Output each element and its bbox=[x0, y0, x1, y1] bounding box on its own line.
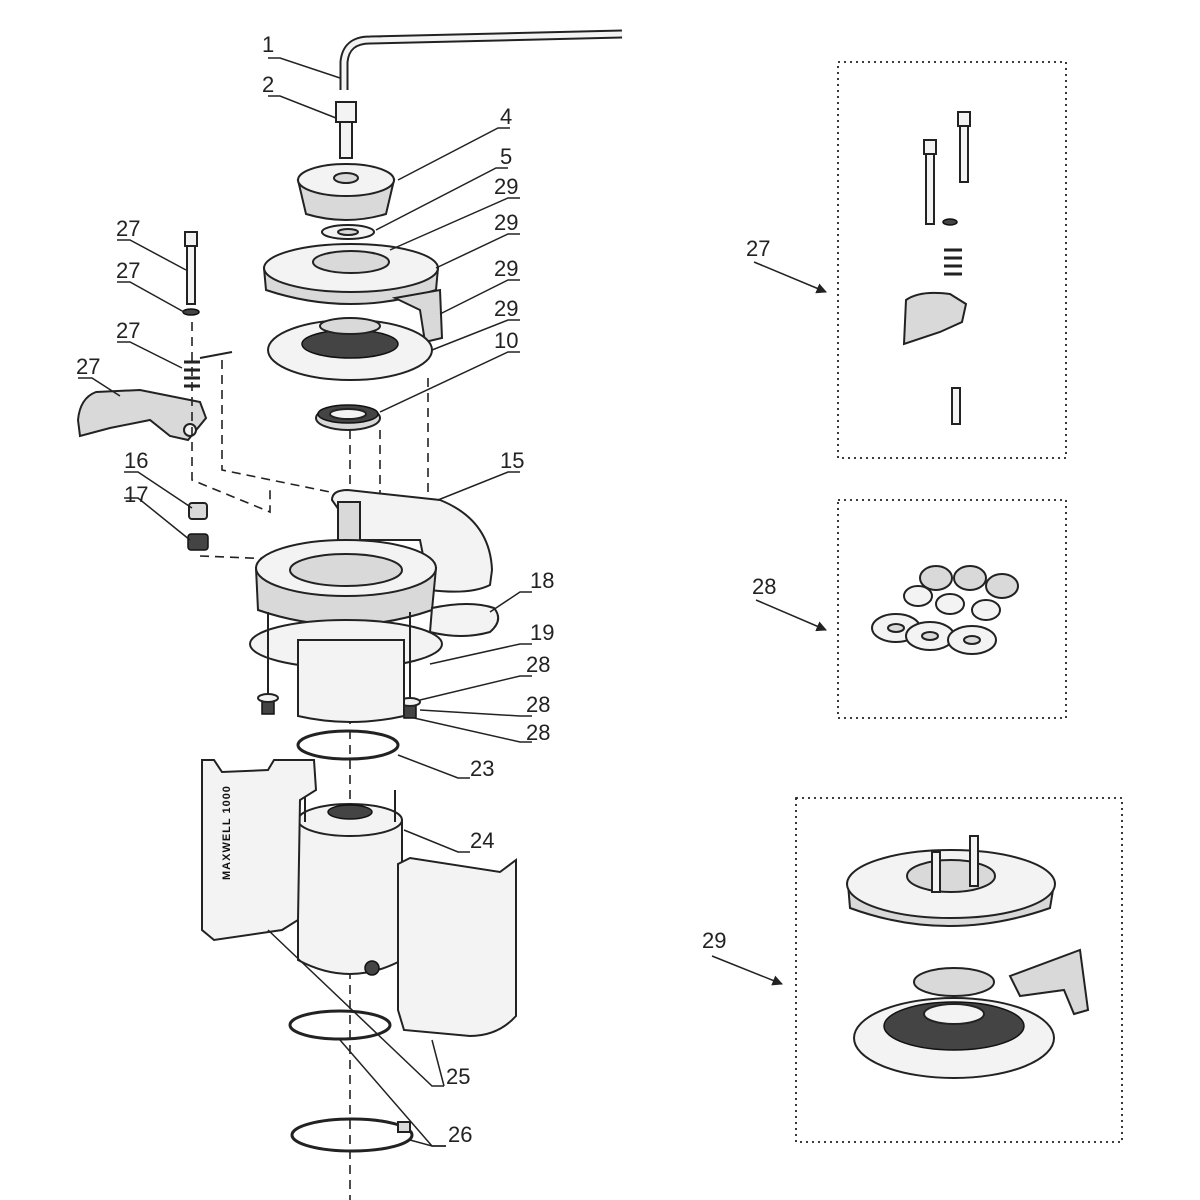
brand-label: MAXWELL 1000 bbox=[221, 785, 233, 880]
callout-28-b: 28 bbox=[526, 692, 550, 717]
callout-28-c: 28 bbox=[526, 720, 550, 745]
part-29-gear-base bbox=[267, 317, 433, 381]
callout-29-c: 29 bbox=[494, 256, 518, 281]
callout-25: 25 bbox=[446, 1064, 470, 1089]
part-10-seal bbox=[315, 404, 381, 431]
callout-23: 23 bbox=[470, 756, 494, 781]
detail-arrow-29 bbox=[711, 955, 783, 986]
part-29-drum-ring bbox=[262, 243, 440, 305]
part-25-motor-cover-left: MAXWELL 1000 bbox=[201, 759, 318, 942]
detail-callout-29: 29 bbox=[702, 928, 726, 953]
part-18-deck-gasket bbox=[428, 603, 500, 637]
callout-27-c: 27 bbox=[116, 318, 140, 343]
part-4-cap bbox=[296, 163, 396, 221]
callout-26: 26 bbox=[448, 1122, 472, 1147]
leader-lines bbox=[78, 57, 532, 1147]
callout-17: 17 bbox=[124, 482, 148, 507]
part-23-o-ring bbox=[296, 729, 400, 761]
callout-1: 1 bbox=[262, 32, 274, 57]
callout-27-b: 27 bbox=[116, 258, 140, 283]
part-25-motor-cover-right bbox=[397, 856, 517, 1038]
callout-2: 2 bbox=[262, 72, 274, 97]
detail-callout-27: 27 bbox=[746, 236, 770, 261]
part-17-bush bbox=[187, 533, 209, 551]
part-housing bbox=[254, 539, 438, 626]
part-26-clamp-ring-upper bbox=[288, 1009, 392, 1041]
part-24-motor bbox=[297, 790, 403, 976]
callout-27-d: 27 bbox=[76, 354, 100, 379]
callout-29-b: 29 bbox=[494, 210, 518, 235]
part-16-nut bbox=[188, 502, 208, 520]
callout-24: 24 bbox=[470, 828, 494, 853]
part-27-pin bbox=[182, 231, 200, 316]
callout-29-a: 29 bbox=[494, 174, 518, 199]
part-2-bolt bbox=[335, 101, 357, 159]
callout-28-a: 28 bbox=[526, 652, 550, 677]
callout-10: 10 bbox=[494, 328, 518, 353]
part-1-hex-key bbox=[339, 29, 623, 90]
assembly-guide-right bbox=[379, 378, 429, 500]
part-5-washer bbox=[321, 224, 375, 240]
callout-16: 16 bbox=[124, 448, 148, 473]
callout-18: 18 bbox=[530, 568, 554, 593]
nuts-group bbox=[903, 565, 1019, 621]
callout-29-d: 29 bbox=[494, 296, 518, 321]
callout-labels: 1 2 4 5 29 29 29 29 10 27 27 27 27 16 17… bbox=[76, 32, 554, 1147]
callout-27-a: 27 bbox=[116, 216, 140, 241]
detail-arrow-28 bbox=[755, 599, 827, 632]
detail-box-29 bbox=[795, 797, 1123, 1143]
detail-box-28 bbox=[837, 499, 1067, 719]
detail-box-27 bbox=[837, 61, 1067, 459]
callout-4: 4 bbox=[500, 104, 512, 129]
part-19-studs bbox=[257, 612, 421, 719]
part-27-gypsy-lever bbox=[76, 388, 208, 442]
part-29-stripper-arm bbox=[391, 288, 444, 344]
callout-19: 19 bbox=[530, 620, 554, 645]
part-26-clamp-ring-lower bbox=[290, 1117, 414, 1153]
callout-5: 5 bbox=[500, 144, 512, 169]
part-gearbox-body bbox=[297, 639, 405, 723]
washers-group bbox=[871, 613, 997, 655]
detail-callout-28: 28 bbox=[752, 574, 776, 599]
callout-15: 15 bbox=[500, 448, 524, 473]
detail-arrow-27 bbox=[753, 261, 827, 294]
